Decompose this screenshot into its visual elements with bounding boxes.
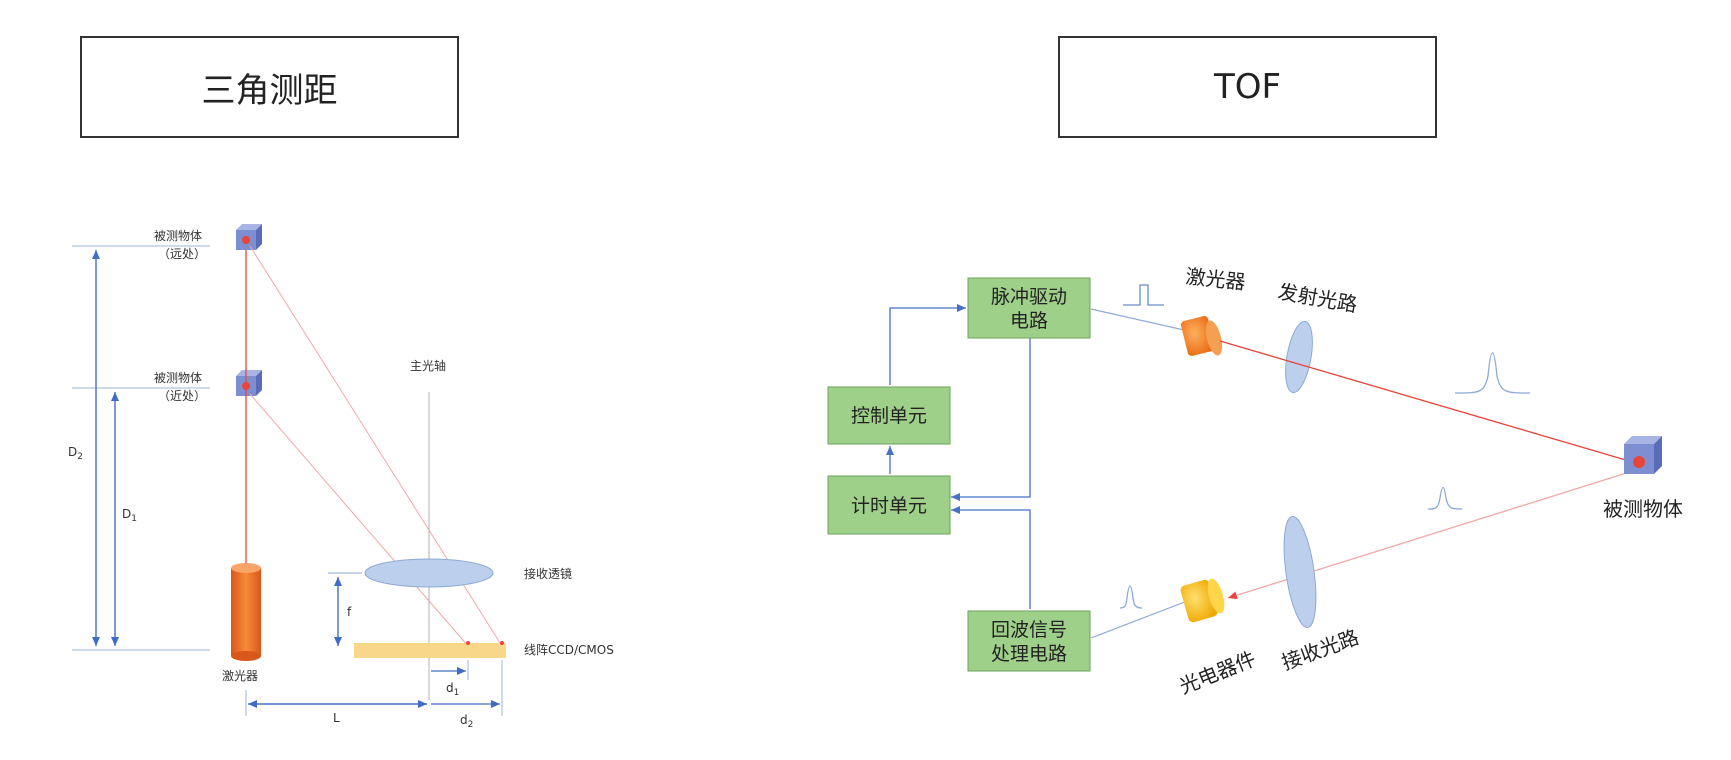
near-reflect-ray: [249, 393, 469, 647]
svg-text:计时单元: 计时单元: [851, 495, 927, 517]
tof-target-cube: [1624, 436, 1662, 474]
main-axis-label: 主光轴: [410, 358, 446, 373]
detected-pulse-waveform: [1119, 585, 1143, 609]
receive-path-label: 接收光路: [1279, 625, 1362, 675]
detector-to-echo-line: [1090, 599, 1191, 639]
far-object-label-2: （远处）: [158, 247, 206, 261]
receive-path-lens: [1283, 516, 1317, 628]
svg-text:处理电路: 处理电路: [991, 643, 1067, 665]
far-reflect-ray: [249, 245, 503, 647]
sensor-label: 线阵CCD/CMOS: [524, 643, 614, 657]
pulse-to-timer-arrow: [951, 336, 1031, 501]
svg-text:脉冲驱动: 脉冲驱动: [991, 286, 1067, 308]
f-label: f: [347, 605, 352, 619]
svg-text:回波信号: 回波信号: [991, 619, 1067, 641]
d1-label: D1: [122, 507, 137, 524]
emitted-pulse-waveform: [1454, 352, 1531, 394]
triangulation-diagram: D2 D1 被测物体 （远处） 被测物体 （近处）: [68, 224, 614, 730]
L-label: L: [333, 711, 340, 725]
d2-label: D2: [68, 445, 83, 462]
d1-small-label: d1: [446, 681, 459, 698]
timer-unit-box: 计时单元: [827, 475, 951, 535]
photo-detector: [1180, 578, 1225, 623]
right-title: TOF: [1213, 67, 1282, 107]
pulse-drive-box: 脉冲驱动 电路: [967, 277, 1091, 339]
echo-to-timer-arrow: [951, 506, 1031, 609]
control-to-pulse-arrow: [889, 304, 966, 385]
receive-lens-label: 接收透镜: [524, 566, 572, 581]
right-title-box: TOF: [1058, 36, 1437, 138]
emit-lens: [1285, 320, 1313, 394]
sensor-bar: [354, 643, 506, 658]
echo-processing-box: 回波信号 处理电路: [967, 610, 1091, 672]
laser-label: 激光器: [222, 669, 258, 683]
near-object-label-1: 被测物体: [154, 371, 202, 385]
tof-laser-label: 激光器: [1184, 264, 1246, 294]
left-title: 三角测距: [201, 70, 338, 111]
photo-device-label: 光电器件: [1176, 646, 1259, 698]
echo-pulse-waveform: [1427, 486, 1463, 510]
far-object-cube: [236, 224, 262, 250]
left-title-box: 三角测距: [80, 36, 459, 138]
laser-cylinder: [231, 563, 261, 661]
tof-laser-emitter: [1180, 315, 1223, 357]
control-unit-box: 控制单元: [827, 386, 951, 445]
receive-lens: [364, 558, 494, 588]
tof-diagram: 脉冲驱动 电路 控制单元 计时单元 回波信号 处理电路 激光器 发射光路: [827, 264, 1683, 699]
tof-target-label: 被测物体: [1603, 497, 1683, 521]
emit-path-label: 发射光路: [1276, 279, 1359, 317]
emitted-laser-beam: [1219, 340, 1637, 465]
svg-text:控制单元: 控制单元: [851, 405, 927, 427]
far-object-label-1: 被测物体: [154, 229, 202, 243]
drive-pulse-waveform: [1123, 284, 1164, 306]
svg-text:电路: 电路: [1010, 310, 1048, 332]
pulse-to-laser-line: [1090, 308, 1185, 331]
d2-small-label: d2: [460, 713, 473, 730]
near-object-label-2: （近处）: [158, 389, 206, 403]
near-object-cube: [236, 370, 262, 396]
